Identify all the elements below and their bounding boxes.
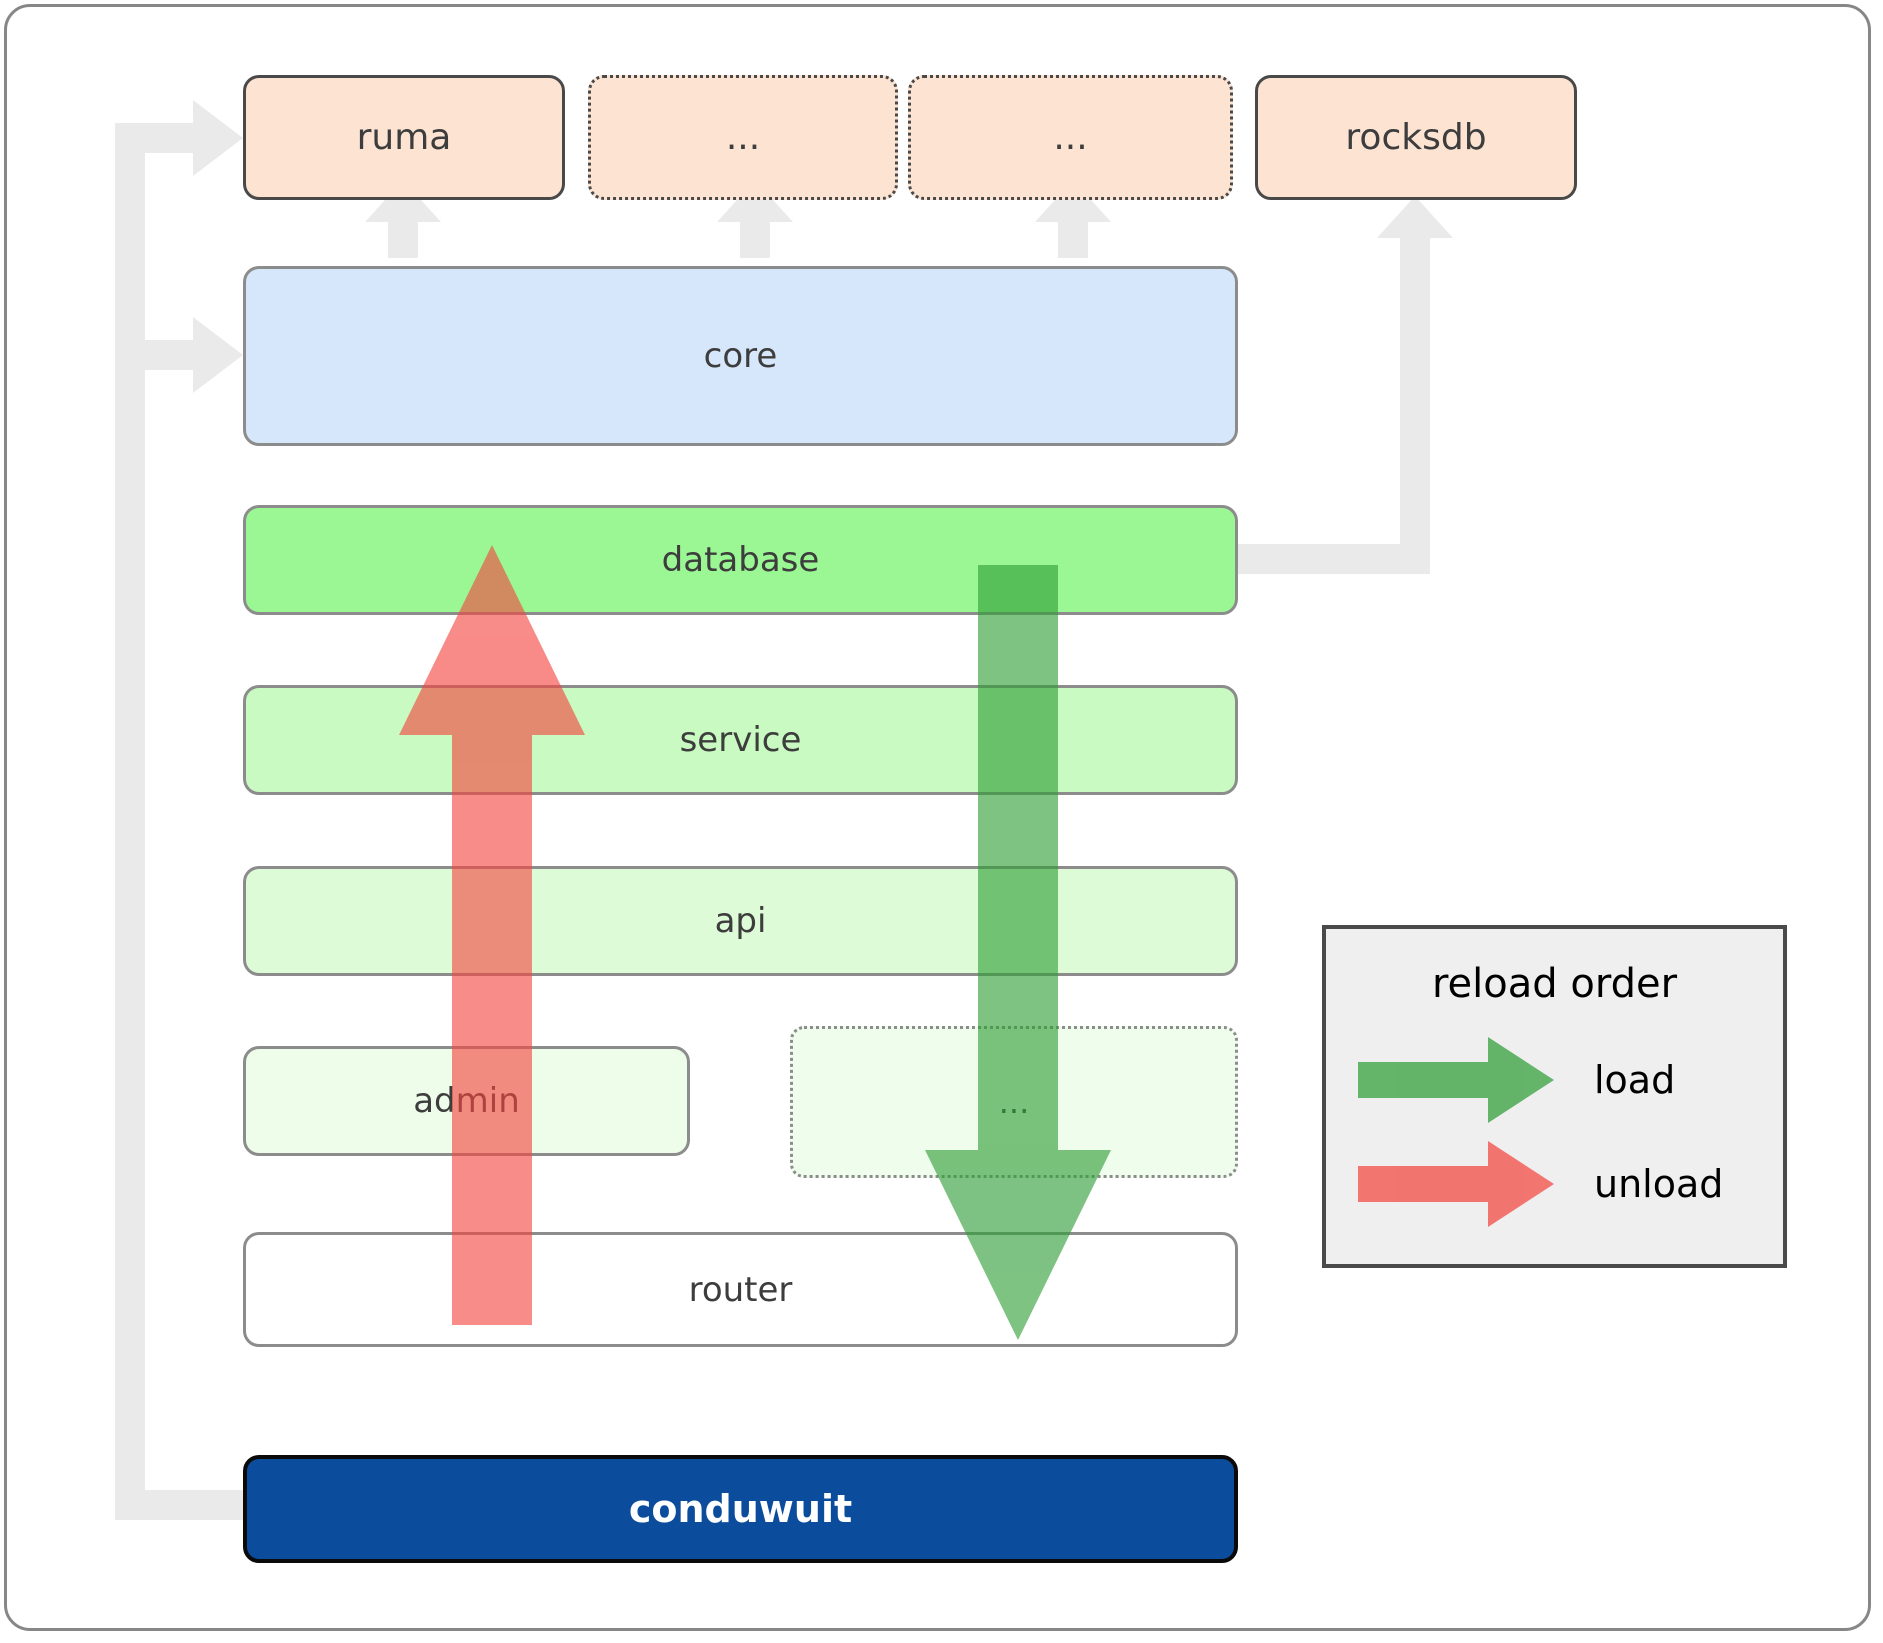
unload-arrow-icon [1358, 1141, 1554, 1227]
layer-label-api: api [714, 901, 767, 941]
legend-title: reload order [1431, 961, 1678, 1007]
app-node-conduwuit[interactable]: conduwuit [243, 1455, 1238, 1563]
layer-label-core: core [703, 336, 778, 376]
legend-label-unload: unload [1594, 1162, 1724, 1206]
layer-node-router[interactable]: router [243, 1232, 1238, 1347]
dependency-node-ellipsis-2[interactable]: ... [908, 75, 1233, 200]
load-arrow [925, 565, 1111, 1340]
layer-node-database[interactable]: database [243, 505, 1238, 615]
dependency-node-rocksdb[interactable]: rocksdb [1255, 75, 1577, 200]
dependency-label-ruma: ruma [356, 116, 452, 158]
layer-label-database: database [661, 540, 820, 580]
dependency-label-ellipsis-1: ... [725, 116, 761, 158]
dependency-label-rocksdb: rocksdb [1345, 116, 1487, 158]
legend-item-unload: unload [1358, 1141, 1766, 1227]
dependency-node-ruma[interactable]: ruma [243, 75, 565, 200]
unload-arrow [399, 545, 585, 1325]
layer-node-service[interactable]: service [243, 685, 1238, 795]
layer-label-service: service [679, 720, 802, 760]
layer-node-core[interactable]: core [243, 266, 1238, 446]
legend-item-load: load [1358, 1037, 1766, 1123]
load-arrow-icon [1358, 1037, 1554, 1123]
layer-label-router: router [688, 1269, 793, 1310]
dependency-label-ellipsis-2: ... [1053, 116, 1088, 158]
legend-panel: reload order load unload [1322, 925, 1787, 1268]
legend-label-load: load [1594, 1058, 1676, 1102]
app-label-conduwuit: conduwuit [628, 1487, 853, 1531]
dependency-node-ellipsis-1[interactable]: ... [588, 75, 898, 200]
layer-node-api[interactable]: api [243, 866, 1238, 976]
